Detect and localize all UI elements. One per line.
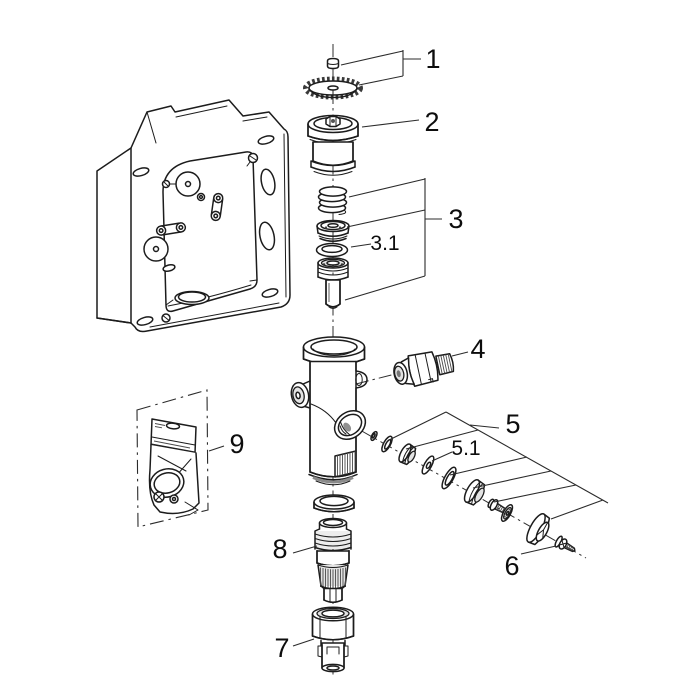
part-label-7: 7 [274,633,289,663]
seal-ring [441,466,457,490]
leader-part-6 [520,545,557,555]
part-6-screw [554,535,576,553]
part-1-screw-and-ratchet-wheel [303,57,363,100]
part-label-6: 6 [504,551,519,581]
part-label-9: 9 [229,429,244,459]
link [210,192,224,222]
disc [175,171,201,197]
leader-part-5-1 [431,451,453,462]
perforated-disc [500,504,514,522]
leader-part-8 [292,545,318,554]
part-label-1: 1 [425,44,440,74]
outlet-port [333,409,367,441]
leader-part-3 [344,178,442,301]
leader-part-1 [340,50,421,86]
leader-part-2 [361,119,420,128]
wall-knockout [260,168,276,196]
part-label-8: 8 [272,534,287,564]
part-3-plunger [317,257,349,309]
valve-body [290,336,368,486]
centerline [332,44,587,676]
part-label-2: 2 [424,107,439,137]
leader-part-4 [451,351,469,357]
part-label-5: 5 [505,409,520,439]
o-ring-small [370,430,378,442]
part-3-valve-seal [316,219,350,242]
part-3-spring [317,186,348,215]
leader-part-9 [208,445,225,452]
link [155,222,187,236]
part-label-5-1: 5.1 [451,437,480,460]
disc [143,236,169,262]
part-label-3-1: 3.1 [370,232,399,255]
part-3-1-o-ring [315,242,349,258]
installation-box [96,99,291,333]
washer [381,435,393,453]
part-8-adapter-sleeve [314,517,352,603]
wall-knockout [258,221,276,251]
leader-part-3-1 [350,243,372,248]
grooved-cap [463,479,486,506]
part-label-3: 3 [448,204,463,234]
part-label-4: 4 [470,334,485,364]
leader-part-7 [292,638,315,647]
part-4-connection-fitting [393,351,455,387]
part-7-outlet-connector [311,606,355,673]
sliding-ring [313,494,355,513]
part-9-spare-parts-bag [136,389,209,528]
cover-cap [526,513,551,546]
bag-frame [136,389,209,528]
leader-part-5 [388,411,609,520]
part-2-piston [307,114,359,176]
washer-5-1 [421,455,435,475]
